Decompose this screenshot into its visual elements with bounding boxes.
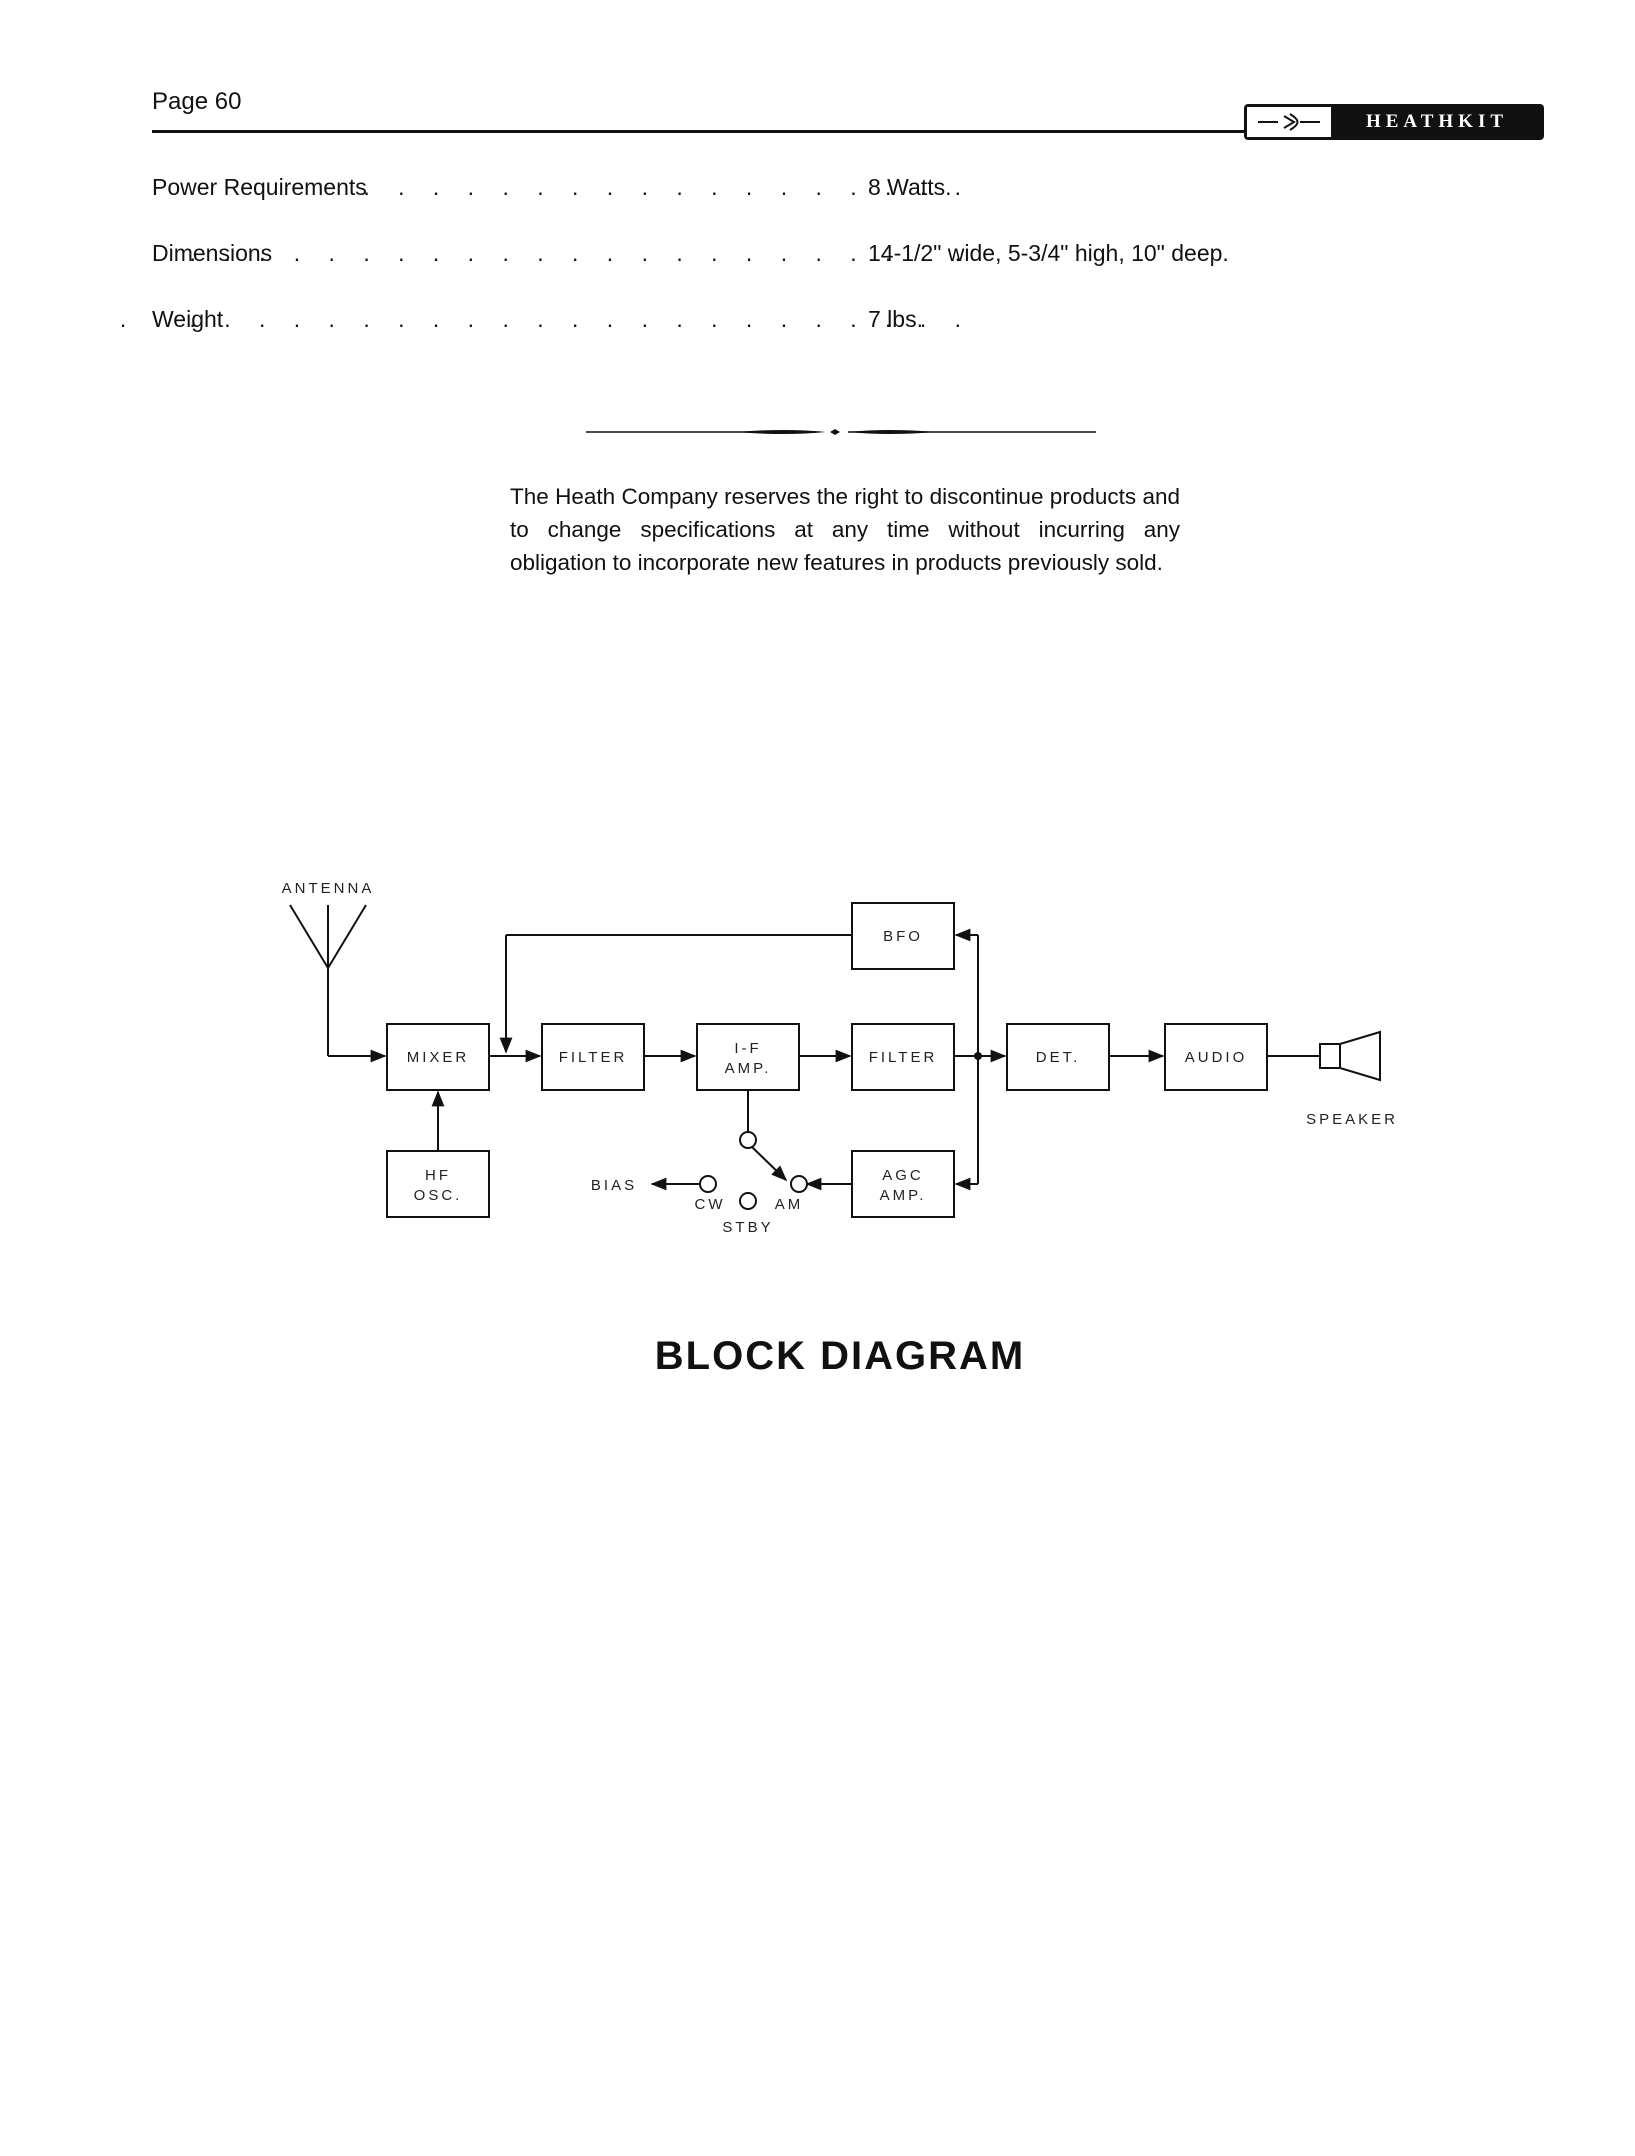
mixer-label: MIXER xyxy=(407,1049,470,1066)
spec-leader-dots: . . . . . . . . . . . . . . . . . . . . … xyxy=(119,306,972,332)
hf-osc-label-2: OSC. xyxy=(414,1187,463,1204)
diagram-title: BLOCK DIAGRAM xyxy=(654,1334,1026,1378)
antenna-icon xyxy=(289,904,367,1056)
spec-row-weight: Weight . . . . . . . . . . . . . . . . .… xyxy=(120,306,1352,336)
audio-label: AUDIO xyxy=(1185,1049,1248,1066)
det-label: DET. xyxy=(1036,1049,1081,1066)
spec-row-power: Power Requirements . . . . . . . . . . .… xyxy=(152,174,1352,204)
spec-value: 8 Watts. xyxy=(868,174,952,200)
spec-value: 14-1/2" wide, 5-3/4" high, 10" deep. xyxy=(868,240,1229,266)
if-amp-label-2: AMP. xyxy=(725,1060,772,1077)
header-rule xyxy=(152,130,1252,133)
spec-leader-dots: . . . . . . . . . . . . . . . . . . . . … xyxy=(189,240,972,266)
switch-stby-contact-icon xyxy=(739,1192,757,1210)
antenna-label: ANTENNA xyxy=(282,880,375,897)
spec-label: Dimensions xyxy=(152,240,273,266)
page-number: Page 60 xyxy=(152,88,242,115)
logo-text: HEATHKIT xyxy=(1365,111,1509,132)
spec-value: 7 lbs. xyxy=(868,306,923,332)
bias-label: BIAS xyxy=(591,1177,637,1194)
specification-notice: The Heath Company reserves the right to … xyxy=(510,484,1180,575)
if-amp-label-1: I-F xyxy=(734,1040,761,1057)
agc-amp-label-2: AMP. xyxy=(880,1187,927,1204)
speaker-icon xyxy=(1319,1030,1381,1082)
switch-am-contact-icon xyxy=(790,1175,808,1193)
if-amp-block xyxy=(696,1023,800,1091)
agc-amp-block xyxy=(851,1150,955,1218)
block-diagram: ANTENNA MIXER FILTER I-F AMP. FILTER DET… xyxy=(282,880,1398,1236)
spec-label: Power Requirements xyxy=(152,174,367,200)
stby-label: STBY xyxy=(722,1219,773,1236)
spec-leader-dots: . . . . . . . . . . . . . . . . . . xyxy=(363,174,972,200)
heathkit-logo: HEATHKIT xyxy=(1244,104,1544,140)
section-ornament-divider xyxy=(586,429,1096,435)
spec-row-dimensions: Dimensions . . . . . . . . . . . . . . .… xyxy=(152,240,1352,270)
filter-label-1: FILTER xyxy=(559,1049,628,1066)
hf-osc-block xyxy=(386,1150,490,1218)
speaker-label: SPEAKER xyxy=(1306,1111,1398,1128)
agc-amp-label-1: AGC xyxy=(882,1167,924,1184)
spec-label: Weight xyxy=(152,306,224,332)
filter-label-2: FILTER xyxy=(869,1049,938,1066)
am-label: AM xyxy=(775,1196,804,1213)
switch-cw-contact-icon xyxy=(699,1175,717,1193)
junction-dot-icon xyxy=(974,1052,982,1060)
hf-osc-label-1: HF xyxy=(425,1167,451,1184)
logo-emblem-icon xyxy=(1247,107,1333,137)
switch-pivot-icon xyxy=(739,1131,757,1149)
cw-label: CW xyxy=(695,1196,726,1213)
bfo-label: BFO xyxy=(883,928,923,945)
